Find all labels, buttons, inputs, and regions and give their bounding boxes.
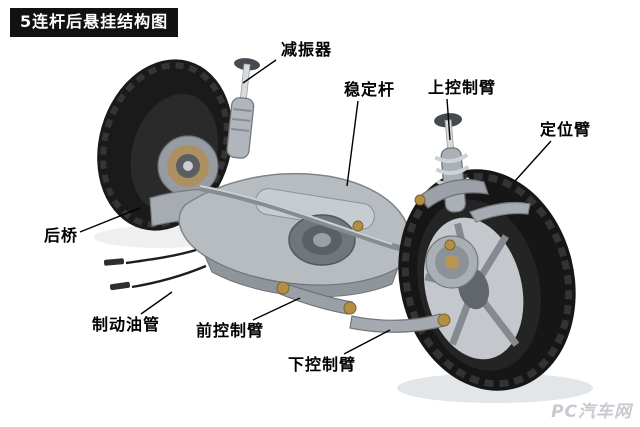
- locating-arm-part: [469, 201, 531, 223]
- label-shock-absorber: 减振器: [281, 40, 333, 59]
- label-brake-pipe: 制动油管: [92, 315, 161, 334]
- label-rear-axle: 后桥: [44, 226, 79, 245]
- brake-line-connectors: [103, 258, 131, 291]
- label-locating-arm: 定位臂: [540, 120, 592, 139]
- left-hub: [157, 135, 219, 197]
- upper-control-arm-part: [419, 179, 489, 209]
- brake-lines: [125, 248, 207, 289]
- title-badge: 5连杆后悬挂结构图: [10, 8, 179, 37]
- label-front-control-arm: 前控制臂: [196, 321, 265, 340]
- lower-control-arm-part: [349, 313, 445, 333]
- label-lower-control-arm: 下控制臂: [288, 355, 357, 374]
- right-hub: [425, 235, 479, 289]
- watermark-logo: PC汽车网: [551, 402, 632, 422]
- label-upper-control-arm: 上控制臂: [428, 78, 497, 97]
- label-stabilizer-bar: 稳定杆: [344, 80, 396, 99]
- bushings: [276, 194, 456, 327]
